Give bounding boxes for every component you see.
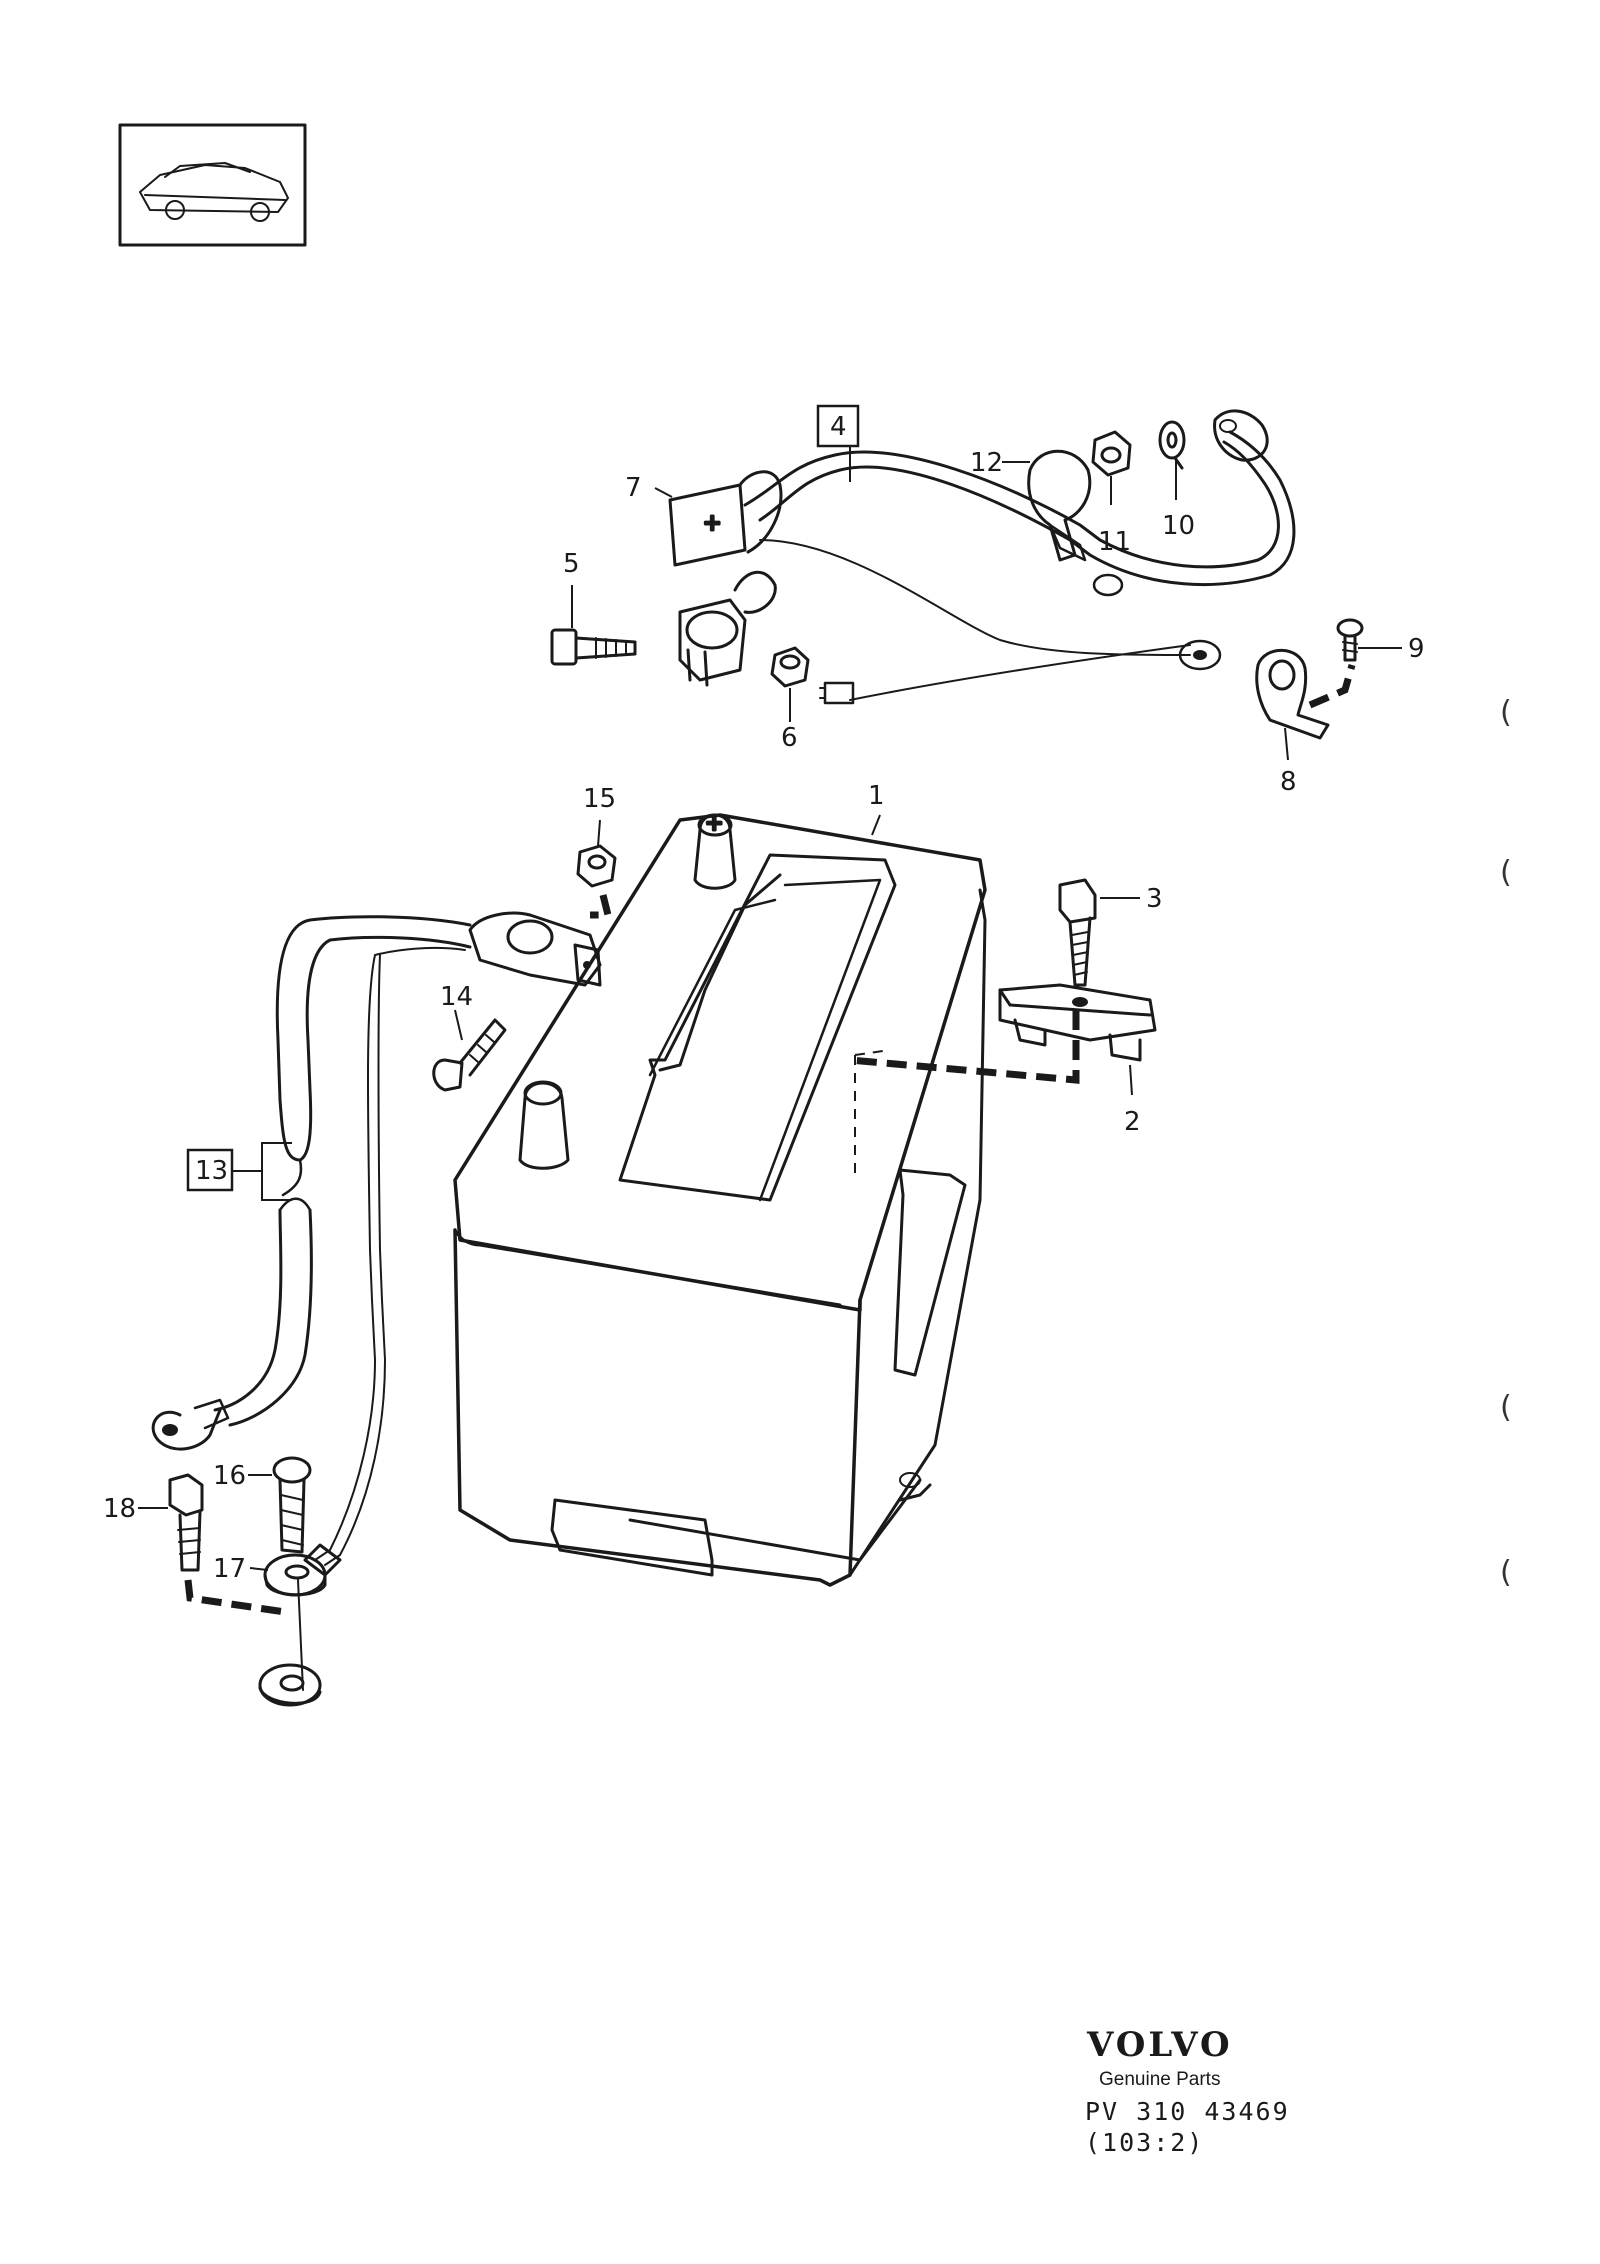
margin-mark: ( — [1500, 1390, 1512, 1425]
page-code: (103:2) — [1085, 2128, 1205, 2157]
callout-4: 4 — [816, 404, 860, 448]
callout-14: 14 — [440, 982, 473, 1012]
nut-6 — [770, 646, 810, 688]
callout-15: 15 — [583, 784, 616, 814]
negative-cable — [151, 911, 602, 1691]
protective-cap-12 — [1027, 449, 1092, 562]
margin-mark: ( — [1500, 1555, 1512, 1590]
clip-fixing-dash — [1308, 664, 1356, 709]
callout-2: 2 — [1124, 1107, 1141, 1137]
brand-block: VOLVO Genuine Parts PV 310 43469 (103:2) — [1085, 2025, 1325, 2157]
battery: + — [453, 810, 987, 1587]
callout-13: 13 — [186, 1148, 234, 1192]
nut-11 — [1091, 430, 1132, 477]
nut-15-fixing-dash — [590, 894, 613, 919]
hold-down-bracket — [998, 983, 1157, 1062]
margin-mark: ( — [1500, 695, 1512, 730]
callout-16: 16 — [213, 1461, 246, 1491]
callout-5: 5 — [563, 549, 580, 579]
bolt-18-fixing-dash — [184, 1579, 286, 1616]
svg-text:4: 4 — [830, 412, 847, 442]
callout-3: 3 — [1146, 884, 1163, 914]
part-reference: PV 310 43469 — [1085, 2097, 1290, 2126]
vehicle-thumbnail — [118, 123, 307, 247]
callout-17: 17 — [213, 1554, 246, 1584]
callout-7: 7 — [625, 473, 642, 503]
leader-lines — [138, 445, 1402, 1571]
bolt-5 — [550, 628, 637, 666]
svg-text:13: 13 — [195, 1156, 228, 1186]
nut-15 — [576, 844, 617, 888]
callout-1: 1 — [868, 781, 885, 811]
car-side-icon — [139, 162, 289, 222]
callout-labels: 1 2 3 4 5 6 7 8 9 10 11 12 13 14 15 16 1… — [103, 404, 1425, 1584]
positive-cable-harness — [678, 409, 1296, 705]
callout-6: 6 — [781, 723, 798, 753]
svg-text:+: + — [703, 511, 721, 536]
washer-bottom — [258, 1663, 322, 1707]
screw-16 — [272, 1456, 312, 1554]
cable-clip-8 — [1255, 648, 1330, 740]
brand-subtitle: Genuine Parts — [1099, 2069, 1221, 2090]
callout-11: 11 — [1098, 527, 1131, 557]
battery-plus-symbol: + — [705, 811, 723, 836]
margin-mark: ( — [1500, 855, 1512, 890]
positive-terminal: + — [693, 810, 737, 890]
bracket-fixing-dash — [849, 1010, 1080, 1084]
callout-18: 18 — [103, 1494, 136, 1524]
washer-17 — [263, 1553, 327, 1597]
bolt-3 — [1058, 878, 1097, 987]
screw-9 — [1336, 618, 1364, 662]
bolt-14 — [432, 1018, 507, 1092]
bolt-18 — [168, 1473, 204, 1572]
terminal-cover: + — [668, 470, 783, 567]
callout-8: 8 — [1280, 767, 1297, 797]
washer-10 — [1158, 420, 1186, 470]
negative-terminal — [518, 1080, 570, 1170]
callout-12: 12 — [970, 448, 1003, 478]
callout-9: 9 — [1408, 634, 1425, 664]
volvo-logo: VOLVO — [1087, 2025, 1233, 2065]
callout-10: 10 — [1162, 511, 1195, 541]
